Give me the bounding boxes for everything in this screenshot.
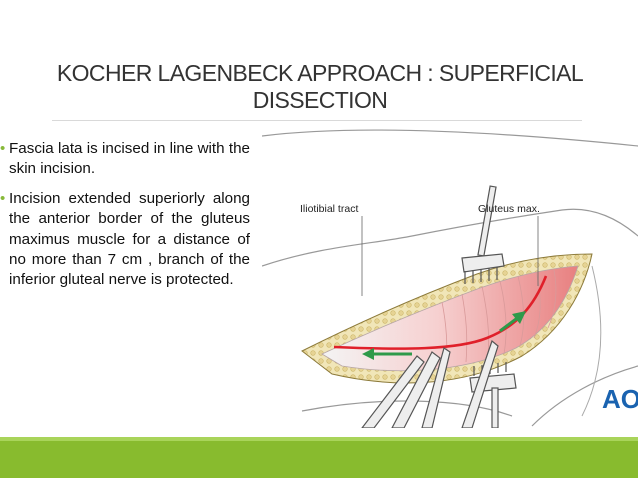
- bullet-list: • Fascia lata is incised in line with th…: [0, 139, 250, 300]
- ao-logo: AO: [602, 384, 638, 414]
- bullet-text: Incision extended superiorly along the a…: [9, 189, 250, 289]
- arrow-head: [512, 311, 526, 324]
- title-divider: [52, 120, 582, 121]
- body-outline: [581, 265, 602, 417]
- footer-bar: [0, 441, 638, 478]
- bullet-item: • Incision extended superiorly along the…: [0, 189, 250, 291]
- bullet-marker: •: [0, 140, 6, 157]
- label-gluteus: Gluteus max.: [478, 203, 540, 215]
- bullet-item: • Fascia lata is incised in line with th…: [0, 139, 250, 180]
- surgical-illustration: Iliotibial tract Gluteus max. AO: [262, 126, 638, 428]
- bullet-marker: •: [0, 189, 6, 207]
- retractor-upper: [461, 185, 505, 284]
- footer-accent: [0, 437, 638, 441]
- body-outline: [262, 129, 638, 147]
- body-outline: [262, 208, 638, 267]
- slide-title: KOCHER LAGENBECK APPROACH : SUPERFICIAL …: [56, 60, 584, 113]
- incision-line: [333, 275, 548, 350]
- arrow-head: [362, 348, 374, 360]
- body-outline: [531, 365, 638, 427]
- bullet-text: Fascia lata is incised in line with the …: [9, 140, 250, 178]
- forceps: [361, 339, 499, 428]
- label-iliotibial: Iliotibial tract: [300, 203, 358, 215]
